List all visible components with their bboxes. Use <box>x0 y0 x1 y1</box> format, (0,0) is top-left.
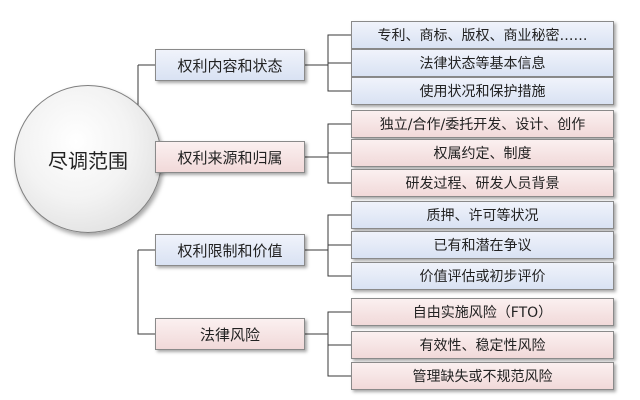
category-node-rights-source: 权利来源和归属 <box>155 141 305 173</box>
category-label: 权利来源和归属 <box>177 148 283 167</box>
leaf-label: 研发过程、研发人员背景 <box>405 176 560 192</box>
connector-group-2 <box>305 123 351 184</box>
leaf-node-4-2: 有效性、稳定性风险 <box>351 331 614 359</box>
leaf-label: 价值评估或初步评价 <box>419 269 546 285</box>
root-label: 尽调范围 <box>48 148 128 173</box>
category-label: 权利内容和状态 <box>177 56 283 75</box>
leaf-node-4-3: 管理缺失或不规范风险 <box>351 362 614 390</box>
category-node-rights-limits: 权利限制和价值 <box>155 234 305 266</box>
category-node-legal-risk: 法律风险 <box>155 318 305 350</box>
connector-group-1 <box>305 34 351 92</box>
leaf-label: 权属约定、制度 <box>433 146 532 162</box>
leaf-label: 质押、许可等状况 <box>426 208 539 224</box>
leaf-label: 法律状态等基本信息 <box>419 56 546 72</box>
leaf-node-3-1: 质押、许可等状况 <box>351 201 614 229</box>
connector-group-4 <box>305 311 351 377</box>
connector-group-3 <box>305 214 351 277</box>
leaf-label: 已有和潜在争议 <box>433 238 532 254</box>
category-node-rights-content: 权利内容和状态 <box>155 49 305 81</box>
leaf-label: 有效性、稳定性风险 <box>419 338 546 354</box>
leaf-node-2-2: 权属约定、制度 <box>351 139 614 167</box>
leaf-label: 使用状况和保护措施 <box>419 84 546 100</box>
leaf-node-1-1: 专利、商标、版权、商业秘密…… <box>351 21 614 49</box>
leaf-node-1-2: 法律状态等基本信息 <box>351 49 614 77</box>
category-label: 权利限制和价值 <box>177 241 283 260</box>
leaf-node-2-1: 独立/合作/委托开发、设计、创作 <box>351 110 614 138</box>
leaf-node-3-3: 价值评估或初步评价 <box>351 262 614 290</box>
leaf-node-2-3: 研发过程、研发人员背景 <box>351 169 614 197</box>
root-node: 尽调范围 <box>14 85 162 233</box>
leaf-label: 独立/合作/委托开发、设计、创作 <box>379 117 586 133</box>
leaf-label: 自由实施风险（FTO） <box>412 305 553 321</box>
leaf-label: 管理缺失或不规范风险 <box>412 369 553 385</box>
leaf-node-1-3: 使用状况和保护措施 <box>351 77 614 105</box>
category-label: 法律风险 <box>199 325 260 344</box>
leaf-node-4-1: 自由实施风险（FTO） <box>351 298 614 326</box>
leaf-label: 专利、商标、版权、商业秘密…… <box>377 28 588 44</box>
leaf-node-3-2: 已有和潜在争议 <box>351 231 614 259</box>
